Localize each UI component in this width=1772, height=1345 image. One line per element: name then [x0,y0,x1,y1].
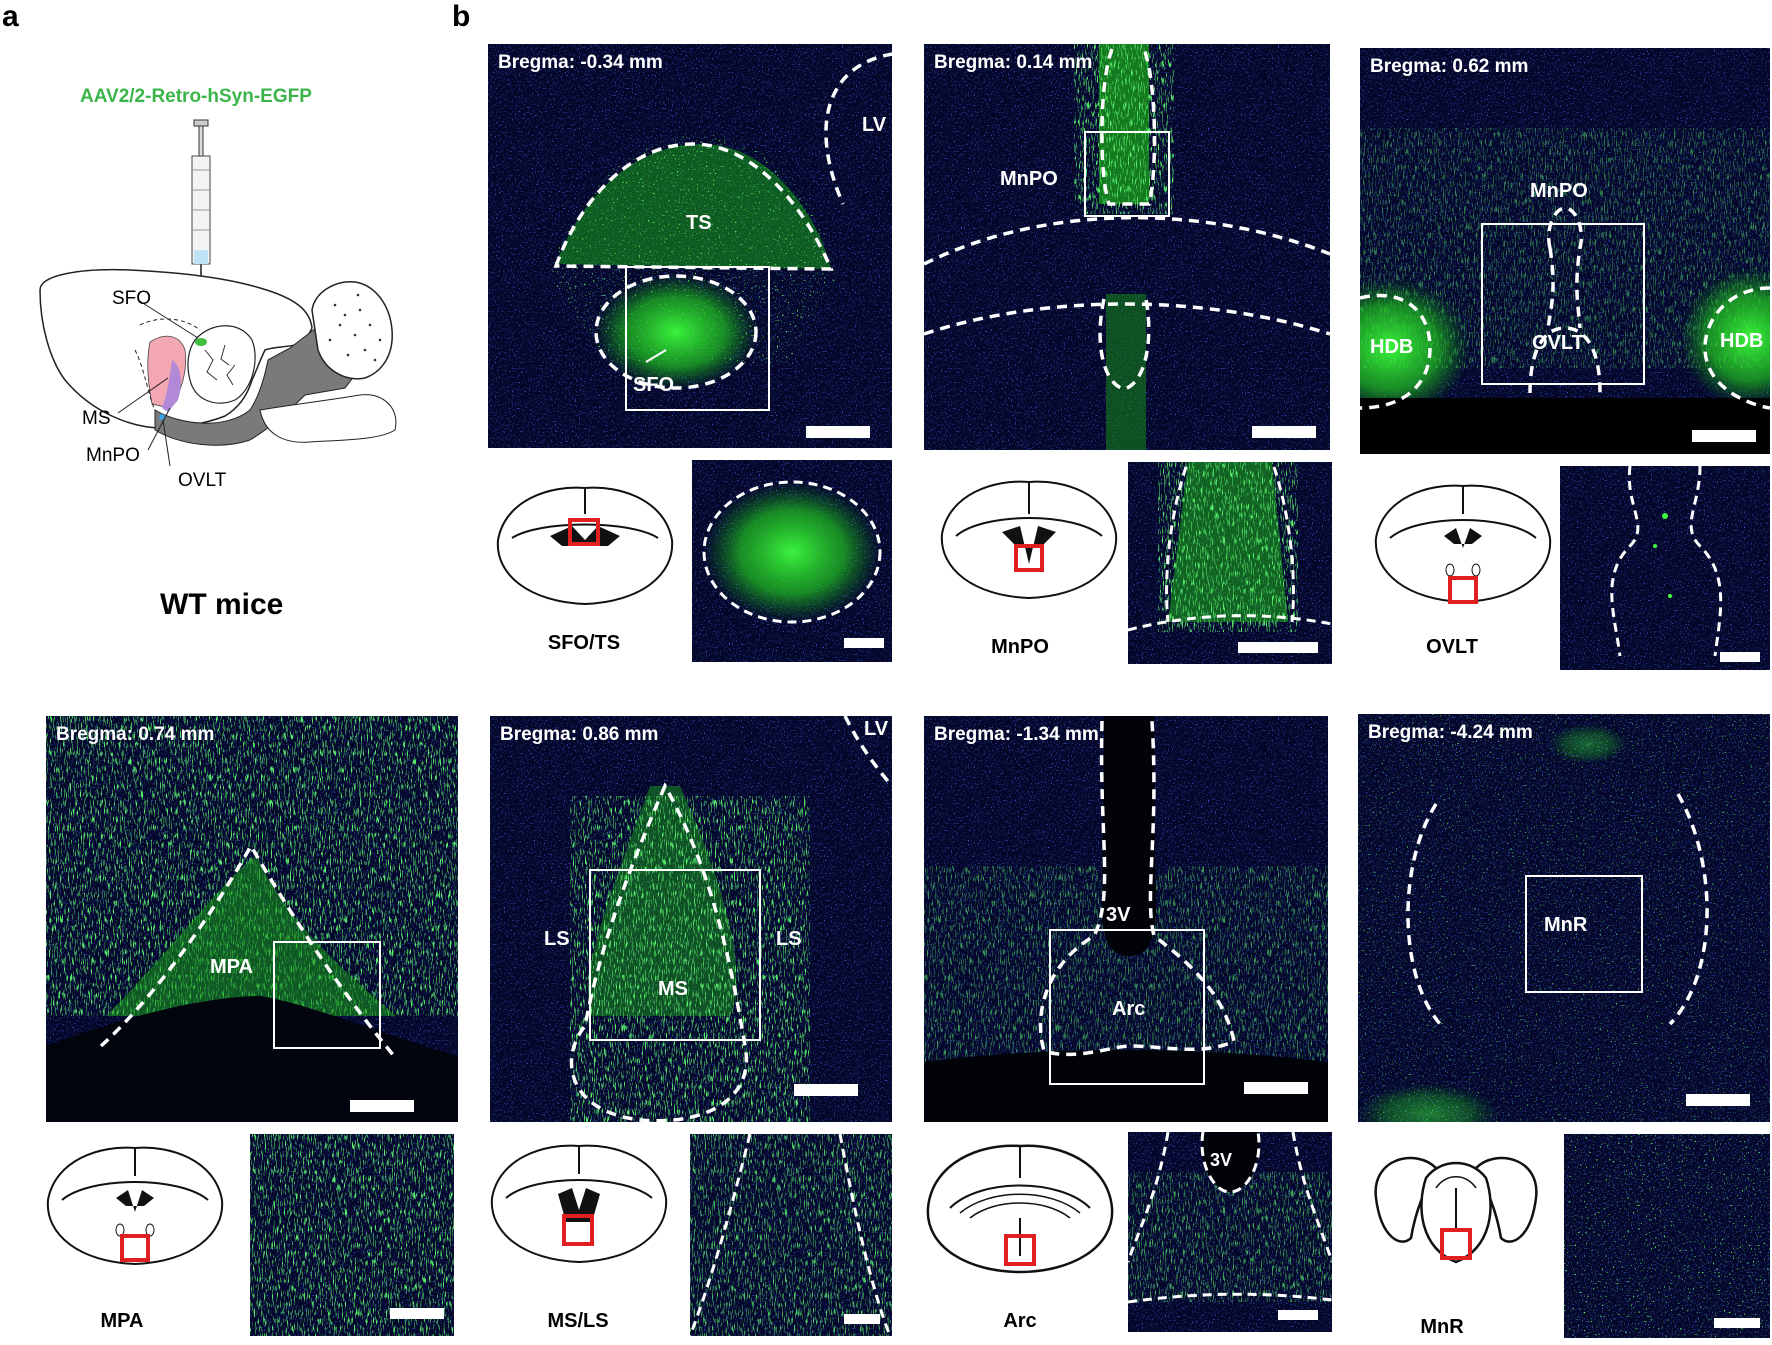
scale-bar [1244,1082,1308,1094]
bregma-label: Bregma: 0.74 mm [56,724,215,745]
coronal-diagram-ovlt [1374,484,1552,604]
inset-arc: 3V [1128,1132,1332,1332]
caption-mpa: MPA [100,1310,144,1332]
roi-square [120,1234,150,1262]
roi-square [1440,1228,1472,1260]
micrograph-mnr: Bregma: -4.24 mm MnR [1358,714,1770,1122]
coronal-diagram-arc [926,1144,1114,1274]
region-label-hdb-right: HDB [1720,330,1764,352]
region-label-mnr: MnR [1544,914,1588,936]
micrograph-ovlt: Bregma: 0.62 mm MnPO HDB OVLT HDB [1360,48,1770,454]
region-label-hdb-left: HDB [1370,336,1414,358]
inset-region-label-3v: 3V [1210,1150,1233,1170]
micrograph-sfo-ts: Bregma: -0.34 mm LV TS SFO [488,44,892,448]
inset-mnr [1564,1134,1770,1338]
scale-bar [806,426,870,438]
scale-bar [1686,1094,1750,1106]
bregma-label: Bregma: 0.14 mm [934,52,1093,73]
caption-ms-ls: MS/LS [547,1310,609,1332]
scale-bar [1692,430,1756,442]
sagittal-brain-diagram [39,119,397,467]
coronal-diagram-mpa [46,1146,224,1266]
inset-mpa [250,1134,454,1336]
ovlt-label: OVLT [178,470,227,491]
ms-label: MS [82,408,111,429]
coronal-diagram-sfo [496,486,674,606]
scale-bar [1252,426,1316,438]
bregma-label: Bregma: 0.62 mm [1370,56,1529,77]
roi-square [1004,1234,1036,1266]
virus-label: AAV2/2-Retro-hSyn-EGFP [80,86,312,107]
panel-letter-a: a [2,0,19,33]
mnpo-label: MnPO [86,445,140,466]
bregma-label: Bregma: -4.24 mm [1368,722,1533,743]
coronal-diagram-mnpo [940,480,1118,600]
mouse-strain-label: WT mice [160,588,284,621]
region-label-3v: 3V [1106,904,1131,926]
micrograph-mpa: Bregma: 0.74 mm MPA [46,716,458,1122]
region-label-ls-left: LS [544,928,570,950]
region-label-ms: MS [658,978,688,1000]
roi-square [1448,576,1478,604]
scale-bar [350,1100,414,1112]
caption-mnr: MnR [1420,1316,1464,1338]
region-label-lv: LV [864,718,889,740]
bregma-label: Bregma: -0.34 mm [498,52,663,73]
micrograph-mnpo: Bregma: 0.14 mm MnPO [924,44,1330,450]
roi-square [562,1214,594,1246]
region-label-mnpo: MnPO [1000,168,1058,190]
coronal-diagram-mnr [1374,1156,1538,1264]
region-label-mnpo: MnPO [1530,180,1588,202]
inset-mnpo [1128,462,1332,664]
bregma-label: Bregma: 0.86 mm [500,724,659,745]
roi-square [1014,544,1044,572]
region-label-sfo: SFO [633,374,675,396]
region-label-lv: LV [862,114,887,136]
sfo-label: SFO [112,288,152,309]
scale-bar [794,1084,858,1096]
bregma-label: Bregma: -1.34 mm [934,724,1099,745]
caption-sfo-ts: SFO/TS [547,632,621,654]
inset-sfo [692,460,892,662]
coronal-diagram-ms-ls [490,1144,668,1264]
micrograph-ms-ls: Bregma: 0.86 mm LV LS MS LS [490,716,892,1122]
panel-letter-b: b [452,0,471,33]
region-label-mpa: MPA [210,956,253,978]
caption-ovlt: OVLT [1426,636,1478,658]
region-label-arc: Arc [1112,998,1146,1020]
region-label-ts: TS [686,212,712,234]
micrograph-arc: Bregma: -1.34 mm 3V Arc [924,716,1328,1122]
region-label-ls-right: LS [776,928,802,950]
caption-arc: Arc [1003,1310,1037,1332]
roi-square [568,518,600,546]
caption-mnpo: MnPO [991,636,1049,658]
region-label-ovlt: OVLT [1532,332,1584,354]
inset-ovlt [1560,466,1770,670]
inset-ms-ls [690,1134,892,1336]
